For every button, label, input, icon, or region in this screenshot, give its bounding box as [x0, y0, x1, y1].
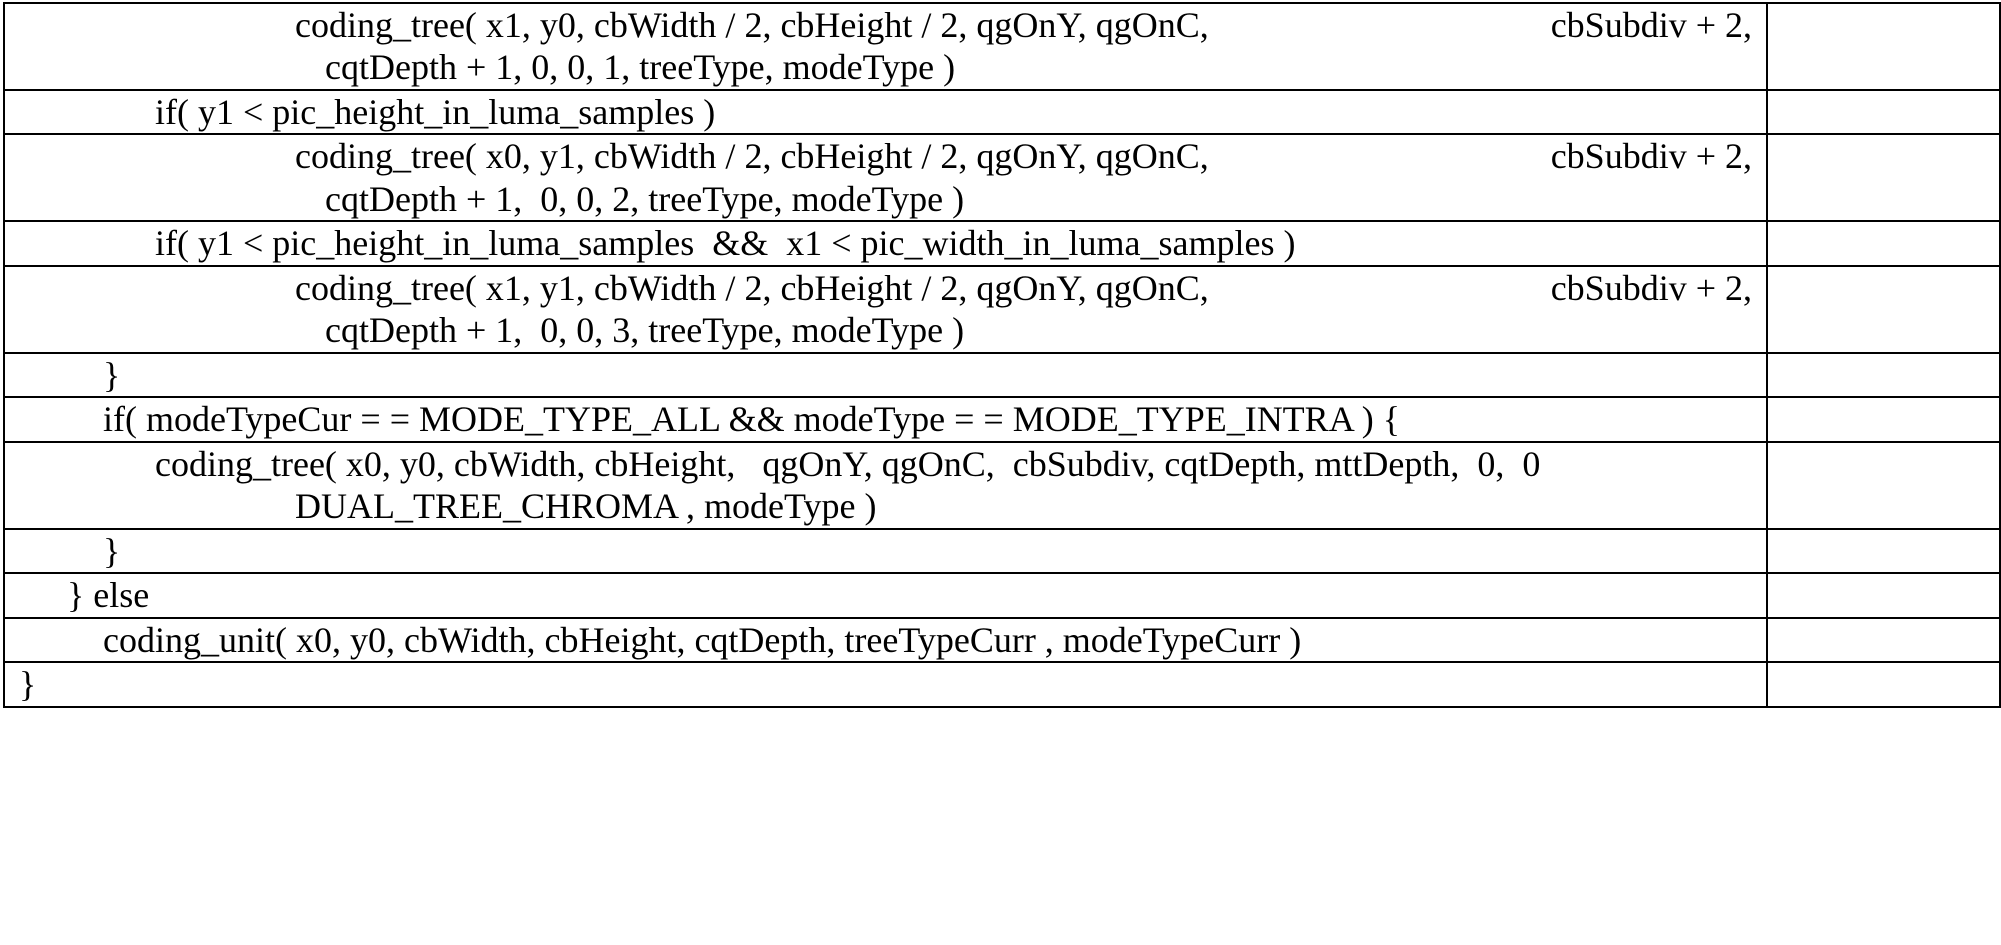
code-line: }	[103, 354, 121, 395]
code-line-text: coding_tree( x1, y1, cbWidth / 2, cbHeig…	[295, 267, 1209, 308]
code-line: cqtDepth + 1, 0, 0, 3, treeType, modeTyp…	[325, 310, 965, 351]
table-row: coding_tree( x1, y0, cbWidth / 2, cbHeig…	[3, 2, 2001, 91]
descriptor-cell	[1766, 88, 2001, 136]
code-line: if( modeTypeCur = = MODE_TYPE_ALL && mod…	[103, 399, 1400, 440]
code-line: if( y1 < pic_height_in_luma_samples && x…	[155, 223, 1296, 264]
descriptor-cell	[1766, 440, 2001, 530]
code-line: } else	[67, 575, 150, 616]
syntax-cell: coding_tree( x1, y1, cbWidth / 2, cbHeig…	[3, 264, 1768, 354]
syntax-cell: if( y1 < pic_height_in_luma_samples )	[3, 88, 1768, 136]
table-row: if( y1 < pic_height_in_luma_samples )	[3, 88, 2001, 136]
descriptor-cell	[1766, 527, 2001, 575]
syntax-cell: coding_tree( x1, y0, cbWidth / 2, cbHeig…	[3, 2, 1768, 91]
code-line: coding_unit( x0, y0, cbWidth, cbHeight, …	[103, 619, 1302, 660]
code-line-text: coding_tree( x0, y1, cbWidth / 2, cbHeig…	[295, 136, 1209, 177]
table-row: coding_tree( x0, y0, cbWidth, cbHeight, …	[3, 440, 2001, 530]
descriptor-cell	[1766, 2, 2001, 91]
table-row: coding_tree( x1, y1, cbWidth / 2, cbHeig…	[3, 264, 2001, 354]
code-line-trailing-argument: cbSubdiv + 2,	[1550, 136, 1752, 177]
code-line: DUAL_TREE_CHROMA , modeType )	[295, 486, 877, 527]
code-line-trailing-argument: cbSubdiv + 2,	[1550, 267, 1752, 308]
table-row: if( y1 < pic_height_in_luma_samples && x…	[3, 220, 2001, 267]
code-line: }	[103, 530, 121, 571]
syntax-cell: if( modeTypeCur = = MODE_TYPE_ALL && mod…	[3, 396, 1768, 443]
table-row: if( modeTypeCur = = MODE_TYPE_ALL && mod…	[3, 396, 2001, 443]
descriptor-cell	[1766, 351, 2001, 399]
table-row: coding_tree( x0, y1, cbWidth / 2, cbHeig…	[3, 133, 2001, 223]
code-line: }	[19, 664, 37, 705]
syntax-cell: }	[3, 661, 1768, 708]
descriptor-cell	[1766, 661, 2001, 708]
descriptor-cell	[1766, 264, 2001, 354]
code-line: if( y1 < pic_height_in_luma_samples )	[155, 91, 716, 132]
descriptor-cell	[1766, 572, 2001, 619]
table-row: } else	[3, 572, 2001, 619]
syntax-table: coding_tree( x1, y0, cbWidth / 2, cbHeig…	[3, 2, 2001, 708]
table-row: }	[3, 351, 2001, 399]
syntax-cell: }	[3, 527, 1768, 575]
code-line-text: coding_tree( x1, y0, cbWidth / 2, cbHeig…	[295, 5, 1209, 45]
table-row: coding_unit( x0, y0, cbWidth, cbHeight, …	[3, 616, 2001, 664]
descriptor-cell	[1766, 616, 2001, 664]
syntax-cell: if( y1 < pic_height_in_luma_samples && x…	[3, 220, 1768, 267]
descriptor-cell	[1766, 133, 2001, 223]
descriptor-cell	[1766, 220, 2001, 267]
table-row: }	[3, 527, 2001, 575]
code-line: coding_tree( x1, y1, cbWidth / 2, cbHeig…	[5, 267, 1766, 309]
syntax-cell: coding_tree( x0, y0, cbWidth, cbHeight, …	[3, 440, 1768, 530]
code-line: coding_tree( x0, y1, cbWidth / 2, cbHeig…	[5, 135, 1766, 177]
syntax-cell: }	[3, 351, 1768, 399]
syntax-cell: coding_unit( x0, y0, cbWidth, cbHeight, …	[3, 616, 1768, 664]
syntax-cell: } else	[3, 572, 1768, 619]
table-row: }	[3, 661, 2001, 708]
code-line: coding_tree( x0, y0, cbWidth, cbHeight, …	[155, 443, 1541, 484]
code-line: coding_tree( x1, y0, cbWidth / 2, cbHeig…	[5, 4, 1766, 46]
code-line-trailing-argument: cbSubdiv + 2,	[1550, 5, 1752, 45]
code-line: cqtDepth + 1, 0, 0, 2, treeType, modeTyp…	[325, 178, 965, 219]
syntax-table-body: coding_tree( x1, y0, cbWidth / 2, cbHeig…	[3, 2, 2001, 708]
descriptor-cell	[1766, 396, 2001, 443]
syntax-cell: coding_tree( x0, y1, cbWidth / 2, cbHeig…	[3, 133, 1768, 223]
code-line: cqtDepth + 1, 0, 0, 1, treeType, modeTyp…	[325, 47, 956, 88]
